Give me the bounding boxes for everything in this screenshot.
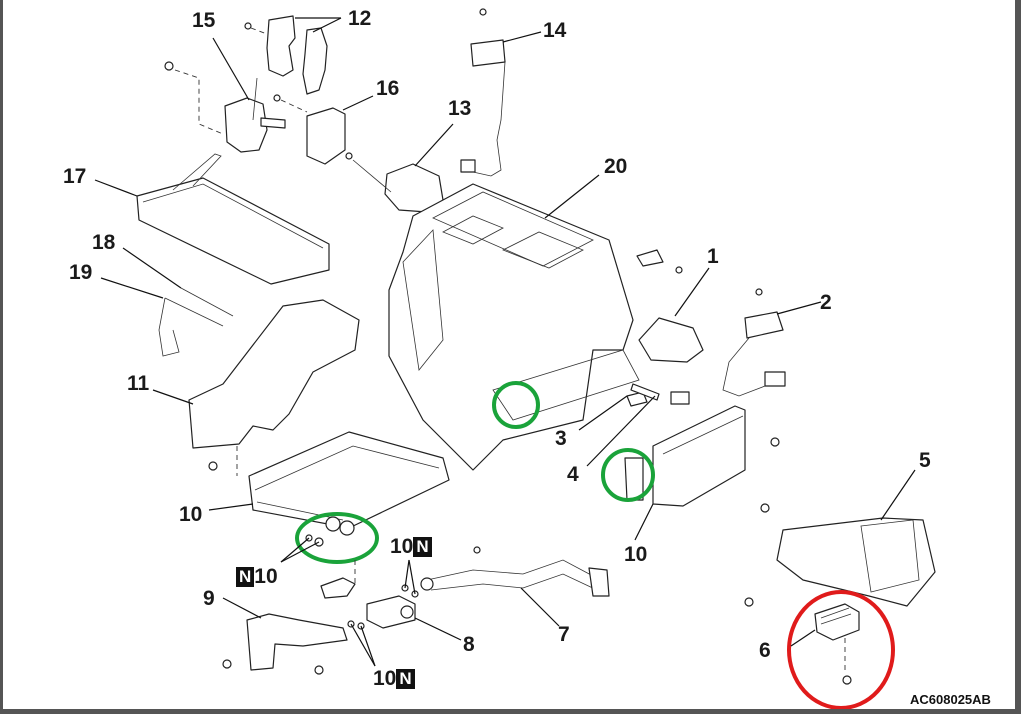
part-22-hvac-housing	[388, 183, 640, 471]
callout-9: 9	[203, 587, 215, 610]
diagram-drawing	[94, 8, 936, 709]
part-9-pipe	[222, 613, 348, 675]
callout-16: 14	[543, 19, 567, 42]
callout-17: 15	[192, 9, 216, 32]
part-17-actuator	[164, 61, 286, 153]
part-19-heater-core	[136, 153, 330, 285]
n-badge: N	[413, 537, 432, 557]
callout-13: 11	[127, 372, 150, 395]
callout-11: 10	[624, 543, 648, 566]
callout-10-number: 10	[390, 535, 414, 558]
part-16-sensor	[460, 8, 506, 177]
part-7-pipes	[420, 546, 610, 597]
part-3-4-components	[626, 383, 690, 407]
part-5-lower-case	[744, 517, 936, 607]
callout-1: 1	[707, 245, 719, 268]
part-1-actuator	[636, 249, 704, 363]
diagram-canvas: 15 12 16 13 14 20 17 18 19 11 10 1 2 3 4…	[3, 0, 1015, 709]
callout-18: 16	[376, 77, 400, 100]
part-6-resistor	[787, 590, 895, 709]
part-13-duct	[188, 299, 360, 476]
n-badge: N	[396, 669, 415, 689]
part-2-sensor	[722, 288, 786, 397]
part-14-brackets	[244, 15, 328, 95]
part-15-actuator	[352, 159, 444, 213]
callout-12: 10	[179, 503, 203, 526]
callout-6: 6	[759, 639, 771, 662]
callout-22: 20	[604, 155, 628, 178]
callout-3: 3	[555, 427, 567, 450]
callout-2: 2	[820, 291, 832, 314]
part-20-21-sensors	[158, 287, 234, 357]
n-badge: N	[236, 567, 255, 587]
callout-4: 4	[567, 463, 579, 486]
callout-10-number: 10	[254, 565, 278, 588]
callout-10-number: 10	[373, 667, 397, 690]
callout-15: 13	[448, 97, 472, 120]
part-8-expansion-valve	[347, 584, 419, 630]
callout-20: 18	[92, 231, 116, 254]
part-11-blower-case	[601, 405, 780, 513]
callout-5: 5	[919, 449, 931, 472]
callout-19: 17	[63, 165, 87, 188]
callout-8: 8	[463, 633, 475, 656]
drawing-code: AC608025AB	[910, 692, 991, 707]
callout-21: 19	[69, 261, 93, 284]
callout-14: 12	[348, 7, 372, 30]
pipe-clamp	[320, 560, 356, 599]
callout-7: 7	[558, 623, 570, 646]
part-18-actuator	[273, 94, 353, 165]
leader-lines	[94, 17, 916, 667]
